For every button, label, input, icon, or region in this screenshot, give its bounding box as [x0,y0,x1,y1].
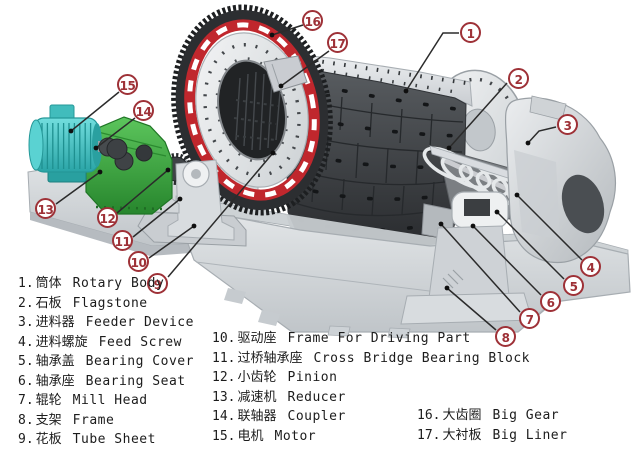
item-en: Big Liner [492,427,568,443]
legend-item-10: 10.驱动座 Frame For Driving Part [212,329,530,349]
legend-item-8: 8.支架 Frame [18,411,194,431]
legend-item-16: 16.大齿圈 Big Gear [417,406,567,426]
item-number: 10. [212,331,236,346]
legend-item-12: 12.小齿轮 Pinion [212,368,530,388]
item-zh: 轴承盖 [35,354,75,369]
legend-item-9: 9.花板 Tube Sheet [18,430,194,450]
item-zh: 减速机 [237,389,277,405]
legend-item-2: 2.石板 Flagstone [18,294,194,314]
callout-9: 9 [147,273,168,294]
item-number: 3. [18,315,34,330]
item-zh: 支架 [35,412,62,428]
legend-item-13: 13.减速机 Reducer [212,388,530,408]
callout-12: 12 [97,207,118,228]
legend-item-1: 1.筒体 Rotary Body [18,274,194,294]
item-en: Pinion [287,370,338,385]
legend-column-1: 1.筒体 Rotary Body 2.石板 Flagstone 3.进料器 Feede… [18,274,194,450]
leader-dots [68,32,531,291]
callout-16: 16 [302,10,323,31]
item-en: Mill Head [72,393,148,408]
item-number: 5. [18,354,34,369]
callout-3: 3 [557,114,578,135]
item-en: Cross Bridge Bearing Block [313,350,530,366]
item-zh: 辊轮 [35,393,62,408]
callout-4: 4 [580,256,601,277]
item-number: 14. [212,409,236,424]
item-zh: 筒体 [35,276,62,291]
item-en: Feed Screw [98,334,182,350]
callout-11: 11 [112,230,133,251]
item-number: 1. [18,276,34,291]
item-zh: 进料螺旋 [35,334,88,350]
item-en: Bearing Seat [85,373,186,389]
leader-lines [55,24,583,331]
legend-column-2: 10.驱动座 Frame For Driving Part 11.过桥轴承座 Cro… [212,329,530,446]
item-zh: 驱动座 [237,331,277,346]
bearing-assembly [400,191,533,325]
callout-17: 17 [327,32,348,53]
item-number: 13. [212,389,236,405]
item-number: 16. [417,408,441,423]
callout-13: 13 [35,198,56,219]
feeder-device [504,95,617,264]
item-zh: 石板 [35,295,62,311]
item-en: Bearing Cover [85,354,194,369]
item-zh: 进料器 [35,315,75,330]
motor [28,104,128,183]
item-en: Reducer [287,389,346,405]
legend-column-3: 16.大齿圈 Big Gear 17.大衬板 Big Liner [417,406,567,445]
legend-item-11: 11.过桥轴承座 Cross Bridge Bearing Block [212,349,530,369]
item-en: Frame For Driving Part [287,331,471,346]
callout-6: 6 [540,291,561,312]
legend-item-14: 14.联轴器 Coupler [212,407,530,427]
callout-7: 7 [519,308,540,329]
item-zh: 大齿圈 [442,408,482,423]
item-en: Tube Sheet [72,432,156,447]
legend-item-4: 4.进料螺旋 Feed Screw [18,333,194,353]
item-number: 11. [212,350,236,366]
item-en: Frame [72,412,115,428]
liner-segment [263,55,308,93]
item-number: 15. [212,428,236,444]
legend-item-6: 6.轴承座 Bearing Seat [18,372,194,392]
legend-item-15: 15.电机 Motor [212,427,530,447]
item-zh: 电机 [237,428,264,444]
item-number: 17. [417,427,441,443]
item-number: 12. [212,370,236,385]
item-en: Rotary Body [72,276,165,291]
drive-train [134,151,247,247]
callout-2: 2 [508,68,529,89]
item-en: Motor [274,428,317,444]
callout-1: 1 [460,22,481,43]
item-zh: 过桥轴承座 [237,350,303,366]
item-zh: 小齿轮 [237,370,277,385]
frame-pedestal [400,292,533,325]
item-number: 7. [18,393,34,408]
legend-item-17: 17.大衬板 Big Liner [417,426,567,446]
item-en: Flagstone [72,295,148,311]
callout-8: 8 [495,326,516,347]
item-zh: 轴承座 [35,373,75,389]
callout-15: 15 [117,74,138,95]
item-en: Coupler [287,409,346,424]
callout-14: 14 [133,100,154,121]
callout-5: 5 [563,275,584,296]
tube-sheet [233,71,281,151]
legend-item-5: 5.轴承盖 Bearing Cover [18,352,194,372]
item-zh: 花板 [35,432,62,447]
item-number: 2. [18,295,34,311]
item-en: Big Gear [492,408,560,423]
item-zh: 大衬板 [442,427,482,443]
item-number: 6. [18,373,34,389]
legend-item-3: 3.进料器 Feeder Device [18,313,194,333]
callout-10: 10 [128,251,149,272]
item-en: Feeder Device [85,315,194,330]
legend-item-7: 7.辊轮 Mill Head [18,391,194,411]
item-zh: 联轴器 [237,409,277,424]
item-number: 9. [18,432,34,447]
item-number: 4. [18,334,34,350]
item-number: 8. [18,412,34,428]
